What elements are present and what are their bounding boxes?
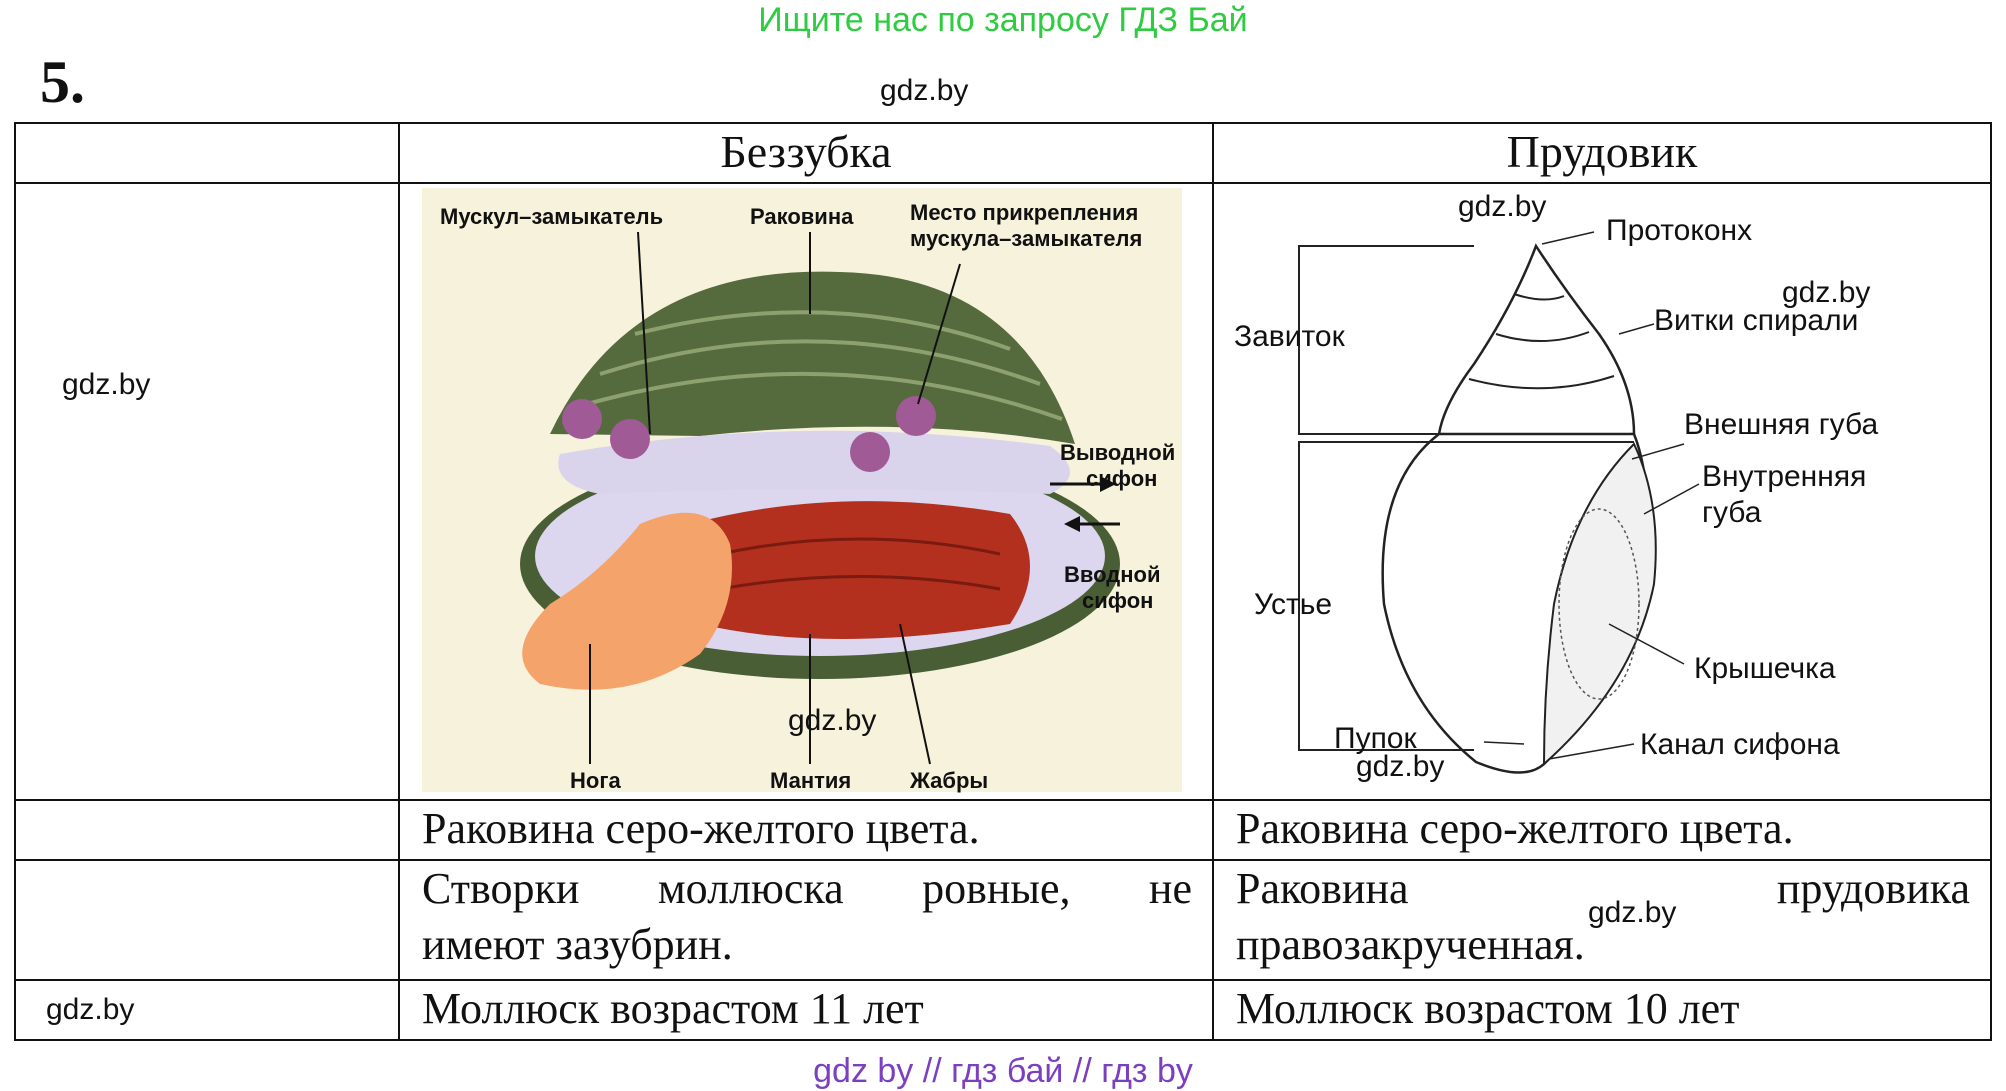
label-foot: Нога: [570, 768, 621, 793]
task-number: 5.: [40, 49, 85, 115]
foot-shape: [522, 512, 732, 690]
leader-line: [1541, 231, 1595, 245]
label-operculum: Крышечка: [1694, 652, 1836, 685]
leader-line: [1618, 323, 1655, 335]
leader-line: [1548, 743, 1635, 760]
watermark: gdz.by: [788, 704, 877, 737]
arrow-head: [1100, 476, 1116, 492]
table-cell-prudovik: Раковина серо-желтого цвета.: [1212, 799, 1992, 861]
label-spire: Завиток: [1234, 320, 1346, 353]
leader-line: [917, 263, 961, 405]
text-line: Раковина прудовика: [1236, 864, 1970, 913]
table-cell-prudovik: Моллюск возрастом 10 лет: [1212, 979, 1992, 1041]
comparison-table: Беззубка Прудовик gdz.by: [14, 122, 1992, 1041]
operculum-shape: [1558, 508, 1640, 700]
growth-line: [569, 371, 1063, 421]
watermark: gdz.by: [1458, 190, 1547, 223]
label-inlet-2: сифон: [1082, 588, 1153, 613]
leader-line: [1483, 741, 1525, 745]
label-outlet-2: сифон: [1086, 466, 1157, 491]
whorl-line: [1468, 375, 1615, 390]
label-attach-1: Место прикрепления: [910, 200, 1138, 225]
table-cell-label: [14, 859, 400, 981]
table-header-bezzubka: Беззубка: [398, 122, 1214, 184]
table-cell-bezzubka: Створки моллюска ровные, не имеют зазубр…: [398, 859, 1214, 981]
watermark: gdz.by: [46, 993, 135, 1026]
aperture-shape: [1542, 442, 1657, 767]
prudovik-figure-cell: Протоконх Витки спирали Завиток Внешняя …: [1212, 182, 1992, 801]
muscle-scar: [610, 419, 650, 459]
label-attach-2: мускула–замыкателя: [910, 226, 1142, 251]
label-gills: Жабры: [909, 768, 988, 793]
mantle-fold: [558, 430, 1070, 494]
label-protoconch: Протоконх: [1606, 214, 1752, 247]
bezzubka-diagram: Мускул–замыкатель Раковина Место прикреп…: [422, 188, 1182, 793]
watermark: gdz.by: [1356, 750, 1445, 783]
table-row: Раковина серо-желтого цвета. Раковина се…: [14, 799, 1992, 861]
growth-line: [634, 310, 1011, 351]
aperture-bracket: [1298, 441, 1634, 751]
label-inner-lip-2: губа: [1702, 496, 1762, 529]
table-cell-label: [14, 799, 400, 861]
watermark: gdz.by: [1588, 896, 1677, 929]
muscle-scar: [896, 396, 936, 436]
label-mantle: Мантия: [770, 768, 851, 793]
leader-line: [1608, 623, 1685, 665]
label-umbilicus: Пупок: [1334, 722, 1417, 755]
table-header-row: Беззубка Прудовик: [14, 122, 1992, 184]
label-outlet-1: Выводной: [1060, 440, 1175, 465]
label-inlet-1: Вводной: [1064, 562, 1161, 587]
watermark: gdz.by: [62, 368, 151, 401]
text-line: имеют зазубрин.: [422, 920, 733, 969]
arrow-head: [1064, 516, 1080, 532]
watermark: gdz.by: [880, 74, 969, 107]
bezzubka-figure-cell: Мускул–замыкатель Раковина Место прикреп…: [398, 182, 1214, 801]
muscle-scar: [562, 399, 602, 439]
table-cell-prudovik: Раковина прудовика правозакрученная. gdz…: [1212, 859, 1992, 981]
gills-shape: [690, 501, 1030, 639]
label-siphon-canal: Канал сифона: [1640, 728, 1840, 761]
leader-line: [637, 231, 651, 435]
spire-bracket: [1298, 245, 1634, 435]
muscle-scar: [850, 432, 890, 472]
gill-line: [719, 537, 1001, 556]
table-row: gdz.by Моллюск возрастом 11 лет Моллюск …: [14, 979, 1992, 1041]
label-outer-lip: Внешняя губа: [1684, 408, 1878, 441]
table-cell-label: gdz.by: [14, 979, 400, 1041]
banner-text: Ищите нас по запросу ГДЗ Бай: [758, 1, 1248, 39]
leader-line: [899, 623, 931, 765]
growth-line: [599, 339, 1041, 386]
label-shell: Раковина: [750, 204, 854, 229]
whorl-line: [1513, 293, 1565, 301]
leader-line: [1631, 443, 1685, 460]
text-line: Створки моллюска ровные, не: [422, 864, 1192, 913]
table-header-prudovik: Прудовик: [1212, 122, 1992, 184]
table-row-images: gdz.by: [14, 182, 1992, 801]
footer-links: gdz by // гдз бай // гдз by: [813, 1052, 1193, 1090]
table-cell-bezzubka: Моллюск возрастом 11 лет: [398, 979, 1214, 1041]
label-spire-turns: Витки спирали: [1654, 304, 1858, 337]
label-muscle: Мускул–замыкатель: [440, 204, 663, 229]
whorl-line: [1495, 331, 1590, 342]
table-row: Створки моллюска ровные, не имеют зазубр…: [14, 859, 1992, 981]
gill-line: [719, 575, 1001, 591]
prudovik-diagram: Протоконх Витки спирали Завиток Внешняя …: [1234, 214, 1878, 774]
table-cell-bezzubka: Раковина серо-желтого цвета.: [398, 799, 1214, 861]
table-header-empty: [14, 122, 400, 184]
watermark: gdz.by: [1782, 276, 1871, 309]
image-row-label-cell: gdz.by: [14, 182, 400, 801]
leader-line: [1643, 483, 1700, 515]
label-inner-lip-1: Внутренняя: [1702, 460, 1866, 493]
label-aperture: Устье: [1254, 588, 1332, 621]
text-line: правозакрученная.: [1236, 920, 1585, 969]
